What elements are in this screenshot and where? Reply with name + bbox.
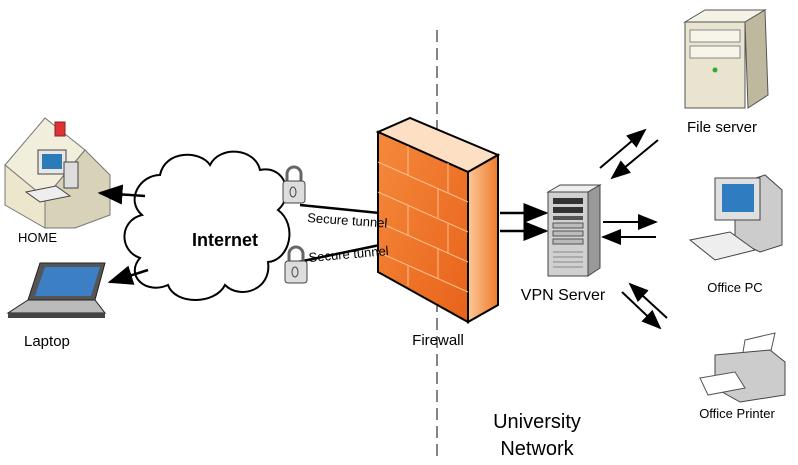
secure-tunnel-label-2: Secure tunnel <box>308 243 389 265</box>
university-network-label-line2: Network <box>500 438 574 460</box>
arrow-to-home <box>97 184 146 205</box>
office-printer-label: Office Printer <box>699 406 775 421</box>
firewall-icon <box>375 116 501 324</box>
office-printer-icon <box>699 332 786 403</box>
firewall-label: Firewall <box>412 332 464 349</box>
laptop-label: Laptop <box>24 333 70 350</box>
arrow-vpn-to-printer <box>621 291 662 330</box>
file-server-icon <box>683 9 769 109</box>
home-icon <box>4 117 111 229</box>
arrow-to-laptop <box>107 265 149 285</box>
lock-icon <box>282 165 306 204</box>
office-pc-icon <box>688 174 783 261</box>
arrow-printer-to-vpn <box>628 282 668 319</box>
file-server-label: File server <box>687 119 757 136</box>
vpn-server-label: VPN Server <box>521 287 606 304</box>
arrow-vpn-to-file-server <box>599 128 647 169</box>
university-network-label-line1: University <box>493 411 581 433</box>
internet-cloud: Internet <box>123 150 291 301</box>
vpn-server-icon <box>546 184 602 277</box>
arrow-file-server-to-vpn <box>610 139 659 180</box>
home-label: HOME <box>18 230 57 245</box>
office-pc-label: Office PC <box>707 280 762 295</box>
internet-label: Internet <box>192 230 258 250</box>
secure-tunnel-label-1: Secure tunnel <box>307 210 388 231</box>
lock-icon <box>284 245 308 284</box>
laptop-icon <box>6 262 107 318</box>
